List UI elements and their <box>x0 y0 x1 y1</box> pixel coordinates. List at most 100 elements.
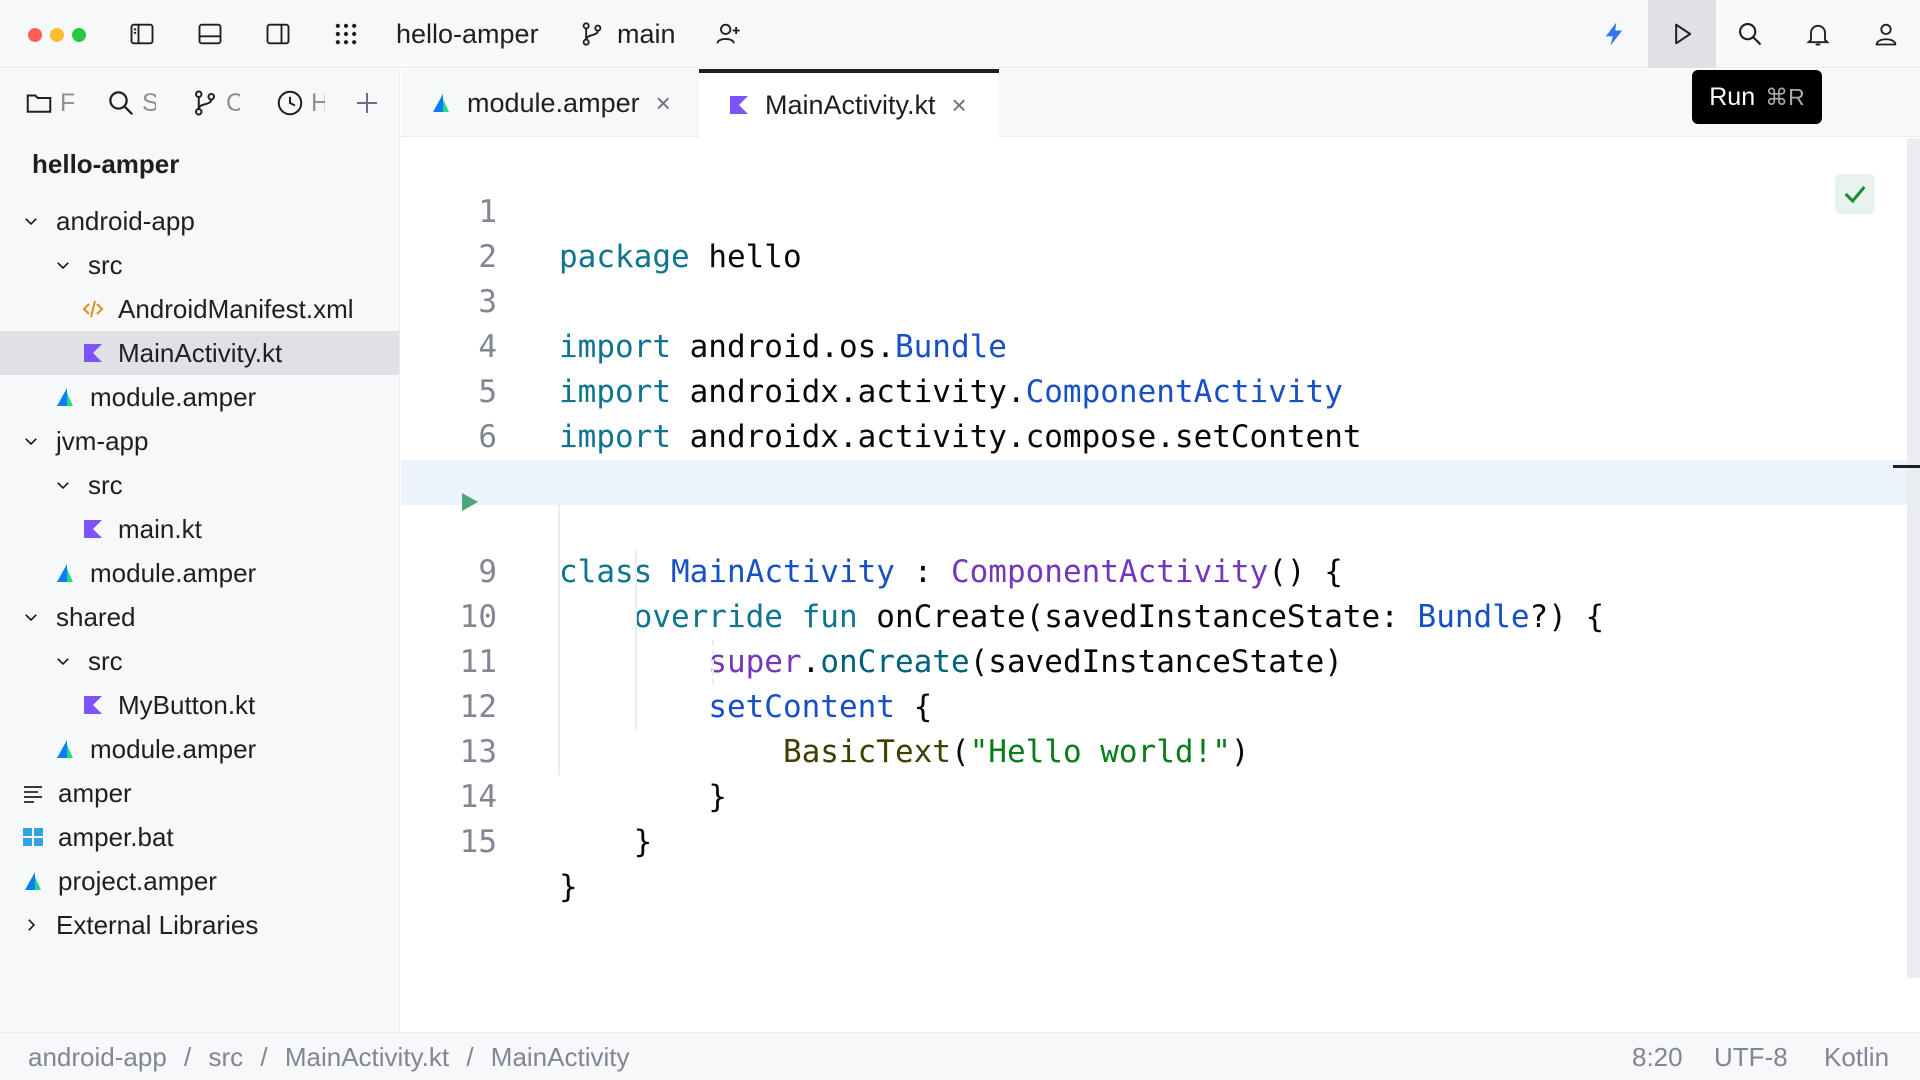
tree-item-label: main.kt <box>118 513 202 544</box>
file-encoding[interactable]: UTF-8 <box>1714 1042 1788 1072</box>
tree-item-src[interactable]: src <box>0 639 399 683</box>
tab-label: MainActivity.kt <box>765 89 936 120</box>
code-line: 3 import android.os.Bundle <box>401 235 1920 365</box>
line-number: 5 <box>478 374 497 410</box>
chevron-down-icon[interactable] <box>52 650 74 672</box>
run-gutter-icon[interactable] <box>457 490 481 514</box>
tab-files[interactable]: F <box>24 69 74 137</box>
scrollbar-caret-marker <box>1893 465 1920 468</box>
breadcrumb-item[interactable]: android-app <box>28 1042 167 1072</box>
app-grid-icon[interactable] <box>326 14 366 54</box>
line-number: 4 <box>478 329 497 365</box>
code-editor[interactable]: 1 package hello 2 3 import android.os.Bu… <box>401 138 1920 1032</box>
user-icon[interactable] <box>1866 14 1906 54</box>
code-line-current: class MainActivity : ComponentActivity()… <box>401 460 1920 590</box>
line-number: 10 <box>459 599 497 635</box>
commit-icon <box>195 90 216 116</box>
tab-commit[interactable]: C <box>190 69 240 137</box>
bottom-panel-icon[interactable] <box>190 14 230 54</box>
folder-icon <box>26 94 52 113</box>
tree-item-label: External Libraries <box>56 909 259 940</box>
title-bar: hello-amper main <box>0 0 1920 68</box>
kotlin-file-icon <box>727 92 753 118</box>
code-line: 1 package hello <box>401 145 1920 275</box>
search-icon[interactable] <box>1730 14 1770 54</box>
tree-item-amper-bat[interactable]: amper.bat <box>0 815 399 859</box>
bell-icon[interactable] <box>1798 14 1838 54</box>
tab-history[interactable]: H <box>275 69 325 137</box>
tab-module-amper[interactable]: module.amper × <box>401 69 698 137</box>
tree-item-amper[interactable]: amper <box>0 771 399 815</box>
amper-file-icon <box>429 90 455 116</box>
tree-item-my-button[interactable]: MyButton.kt <box>0 683 399 727</box>
close-icon[interactable]: × <box>655 87 671 118</box>
breadcrumb-item[interactable]: MainActivity.kt <box>284 1042 450 1072</box>
chevron-down-icon[interactable] <box>20 430 42 452</box>
maximize-window-button[interactable] <box>72 28 86 42</box>
tree-item-label: src <box>88 249 123 280</box>
tree-item-module-amper[interactable]: module.amper <box>0 375 399 419</box>
line-number: 1 <box>478 194 497 230</box>
run-icon[interactable] <box>1662 14 1702 54</box>
left-panel-icon[interactable] <box>122 14 162 54</box>
close-icon[interactable]: × <box>951 89 967 120</box>
tab-label: module.amper <box>467 87 640 118</box>
chevron-down-icon[interactable] <box>52 254 74 276</box>
code-line: 4 import androidx.activity.ComponentActi… <box>401 280 1920 410</box>
add-tab-button[interactable] <box>352 69 382 137</box>
branch-name[interactable]: main <box>617 19 676 49</box>
close-window-button[interactable] <box>28 28 42 42</box>
tab-search[interactable]: S <box>106 69 156 137</box>
tree-item-external-libraries[interactable]: External Libraries <box>0 903 399 947</box>
breadcrumb-separator: / <box>260 1042 268 1072</box>
run-tooltip: Run ⌘R <box>1692 70 1822 124</box>
status-bar: android-app / src / MainActivity.kt / Ma… <box>0 1032 1920 1080</box>
sidebar-tabs: F S C H <box>0 69 400 137</box>
inspection-ok-icon[interactable] <box>1835 174 1875 214</box>
tree-item-main-activity[interactable]: MainActivity.kt <box>0 331 399 375</box>
breadcrumb-item[interactable]: MainActivity <box>490 1042 630 1072</box>
amper-file-icon <box>52 384 78 410</box>
chevron-down-icon[interactable] <box>20 606 42 628</box>
tree-item-label: amper.bat <box>58 821 174 852</box>
tree-item-src[interactable]: src <box>0 243 399 287</box>
code-line: 15 } <box>401 775 1920 905</box>
tree-item-jvm-app[interactable]: jvm-app <box>0 419 399 463</box>
breadcrumb-item[interactable]: src <box>208 1042 244 1072</box>
file-language[interactable]: Kotlin <box>1824 1042 1890 1072</box>
tree-item-main-kt[interactable]: main.kt <box>0 507 399 551</box>
tree-item-module-amper[interactable]: module.amper <box>0 727 399 771</box>
tree-item-src[interactable]: src <box>0 463 399 507</box>
line-number: 11 <box>459 644 497 680</box>
code-line: 10 super.onCreate(savedInstanceState) <box>401 550 1920 680</box>
branch-icon[interactable] <box>572 14 612 54</box>
amper-file-icon <box>52 560 78 586</box>
tree-item-label: project.amper <box>58 865 217 896</box>
chevron-right-icon[interactable] <box>20 914 42 936</box>
amper-file-icon <box>52 736 78 762</box>
tab-main-activity[interactable]: MainActivity.kt × <box>699 69 999 137</box>
right-panel-icon[interactable] <box>258 14 298 54</box>
tree-item-module-amper[interactable]: module.amper <box>0 551 399 595</box>
line-number: 13 <box>459 734 497 770</box>
tree-item-project-amper[interactable]: project.amper <box>0 859 399 903</box>
line-number: 3 <box>478 284 497 320</box>
tree-item-android-app[interactable]: android-app <box>0 199 399 243</box>
tree-item-shared[interactable]: shared <box>0 595 399 639</box>
editor-scrollbar[interactable] <box>1907 138 1920 978</box>
tree-item-label: src <box>88 645 123 676</box>
breadcrumb: android-app / src / MainActivity.kt / Ma… <box>28 1033 629 1080</box>
lightning-icon[interactable] <box>1594 14 1634 54</box>
plus-icon <box>357 93 377 113</box>
chevron-down-icon[interactable] <box>52 474 74 496</box>
project-name[interactable]: hello-amper <box>396 19 539 49</box>
tree-item-label: module.amper <box>90 733 257 764</box>
tree-item-android-manifest[interactable]: AndroidManifest.xml <box>0 287 399 331</box>
chevron-down-icon[interactable] <box>20 210 42 232</box>
caret-position[interactable]: 8:20 <box>1632 1042 1683 1072</box>
code-line: 12 BasicText("Hello world!") <box>401 640 1920 770</box>
code-line: 14 } <box>401 730 1920 860</box>
minimize-window-button[interactable] <box>50 28 64 42</box>
add-user-icon[interactable] <box>708 14 748 54</box>
tree-item-label: amper <box>58 777 132 808</box>
